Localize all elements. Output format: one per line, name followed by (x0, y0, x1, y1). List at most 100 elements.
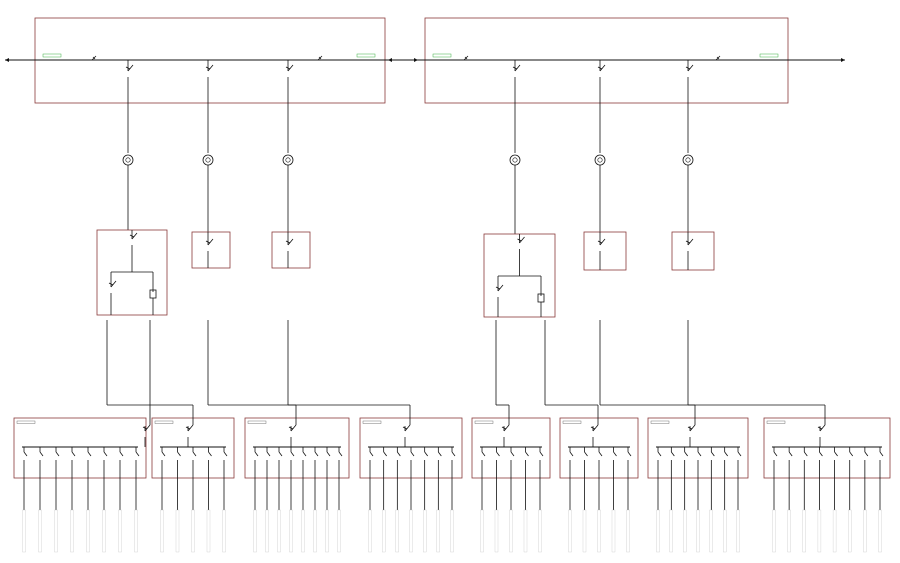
panel-breaker (285, 238, 294, 256)
circuit-breaker-contact (849, 451, 854, 457)
breaker-contact (287, 64, 294, 72)
outgoing-circuit (86, 447, 92, 553)
circuit-label-strip (523, 509, 528, 553)
circuit-label-strip (70, 509, 74, 553)
panel-main-breaker (129, 232, 138, 250)
breaker-contact (514, 64, 521, 72)
circuit-label-strip (191, 509, 195, 553)
breaker-cross-a (402, 426, 408, 430)
breaker-cross (318, 56, 322, 60)
circuit-breaker-contact (697, 451, 702, 457)
outgoing-circuit (277, 447, 283, 553)
incoming-tag-left (432, 53, 452, 58)
circuit-label-strip (696, 509, 700, 553)
incoming-arrow-right (841, 58, 845, 62)
feeder-breaker (285, 64, 294, 82)
outgoing-circuit (863, 447, 869, 553)
breaker-cross-a (685, 66, 691, 70)
outgoing-circuit (206, 447, 212, 553)
switchboard-section-right (388, 17, 891, 553)
outgoing-circuit (368, 447, 374, 553)
distribution-board-db3 (599, 320, 749, 553)
feeder-meter (122, 154, 134, 166)
circuit-label-strip (54, 509, 58, 553)
breaker-contact (144, 424, 151, 432)
outgoing-circuit (538, 447, 544, 553)
breaker-contact (687, 64, 694, 72)
circuit-label-strip (86, 509, 90, 553)
circuit-breaker-contact (410, 451, 415, 457)
feeder-f1 (483, 60, 556, 318)
incoming-tag-right (759, 53, 779, 58)
circuit-label-strip (38, 509, 42, 553)
circuit-breaker-contact (773, 451, 778, 457)
outgoing-circuit (175, 447, 181, 553)
distribution-board-db3 (207, 320, 350, 553)
board-tag (362, 420, 382, 424)
feeder-meter (509, 154, 521, 166)
meter-inner (285, 157, 291, 163)
outgoing-circuit (38, 447, 44, 553)
circuit-label-strip (848, 509, 852, 553)
breaker-contact (290, 424, 297, 432)
incoming-breaker-left (91, 55, 97, 61)
outgoing-circuit (683, 447, 688, 553)
circuit-label-strip (118, 509, 122, 553)
circuit-breaker-contact (788, 451, 793, 457)
breaker-cross-a (285, 240, 291, 244)
board-tag (650, 420, 670, 424)
circuit-breaker-contact (369, 451, 374, 457)
circuit-label-strip (878, 509, 882, 553)
distribution-board-enclosure (763, 417, 891, 479)
circuit-label-strip (597, 509, 601, 553)
diagram-root (5, 17, 891, 553)
outgoing-circuit (409, 447, 415, 553)
outgoing-circuit (597, 447, 603, 553)
circuit-breaker-contact (819, 451, 823, 457)
circuit-breaker-contact (177, 451, 181, 457)
distribution-board-db4 (287, 320, 463, 553)
outgoing-circuit (289, 447, 295, 553)
outgoing-circuit (802, 447, 808, 553)
circuit-label-strip (134, 509, 138, 553)
distribution-board-enclosure (13, 417, 147, 479)
breaker-cross-a (590, 426, 596, 430)
breaker-contact (497, 284, 504, 292)
circuit-label-strip (409, 509, 413, 553)
circuit-label-strip (656, 509, 660, 553)
outgoing-circuit (709, 447, 715, 553)
feeder-meter (202, 154, 214, 166)
circuit-label-strip (337, 509, 341, 553)
feeder-meter (682, 154, 694, 166)
outgoing-circuit (626, 447, 632, 553)
circuit-breaker-contact (87, 451, 92, 457)
panel-main-breaker (517, 236, 525, 254)
breaker-contact (689, 424, 696, 432)
circuit-breaker-contact (424, 451, 428, 457)
breaker-cross-a (685, 240, 691, 244)
circuit-breaker-contact (326, 451, 331, 457)
circuit-label-strip (382, 509, 386, 553)
breaker-contact (503, 424, 510, 432)
breaker-cross (464, 56, 468, 60)
outgoing-circuit (832, 447, 838, 553)
breaker-contact (127, 64, 134, 72)
board-incomer-breaker (142, 424, 151, 442)
circuit-breaker-contact (192, 451, 197, 457)
circuit-label-strip (582, 509, 587, 553)
breaker-cross-a (495, 286, 501, 290)
outgoing-circuit (787, 447, 793, 553)
outgoing-circuit (723, 447, 728, 553)
breaker-cross-a (597, 66, 603, 70)
circuit-breaker-contact (864, 451, 869, 457)
breaker-contact (404, 424, 411, 432)
circuit-label-strip (863, 509, 867, 553)
breaker-contact (519, 236, 525, 244)
outgoing-circuit (568, 447, 574, 553)
meter-inner (125, 157, 131, 163)
switchboard-section-left (5, 17, 463, 553)
panel-sub-breaker-left (108, 280, 117, 298)
meter-circle (202, 154, 214, 166)
circuit-label-strip (787, 509, 791, 553)
